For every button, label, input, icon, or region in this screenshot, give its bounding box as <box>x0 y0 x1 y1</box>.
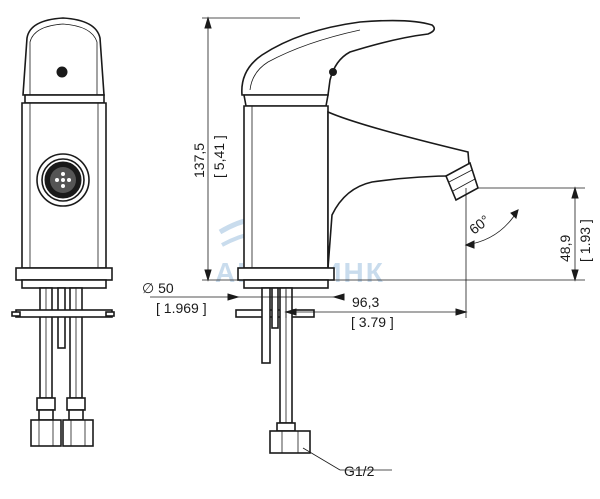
dimension-labels: 137,5 [ 5,41 ] 48,9 [ 1.93 ] 60° ∅ 50 [ … <box>142 135 593 479</box>
spout-reach-inch-label: [ 3.79 ] <box>351 314 394 330</box>
base-diameter-inch-label: [ 1.969 ] <box>156 300 207 316</box>
side-view <box>235 19 479 454</box>
spout-height-label: 48,9 <box>557 235 573 262</box>
height-total-label: 137,5 <box>191 143 207 178</box>
base-diameter-label: ∅ 50 <box>142 280 174 296</box>
spout-angle-label: 60° <box>466 212 493 238</box>
dimension-lines <box>150 16 585 471</box>
spout-height-inch-label: [ 1.93 ] <box>577 219 593 262</box>
front-view <box>11 17 115 447</box>
height-total-inch-label: [ 5,41 ] <box>211 135 227 178</box>
thread-label: G1/2 <box>344 463 375 479</box>
spout-reach-label: 96,3 <box>352 294 379 310</box>
